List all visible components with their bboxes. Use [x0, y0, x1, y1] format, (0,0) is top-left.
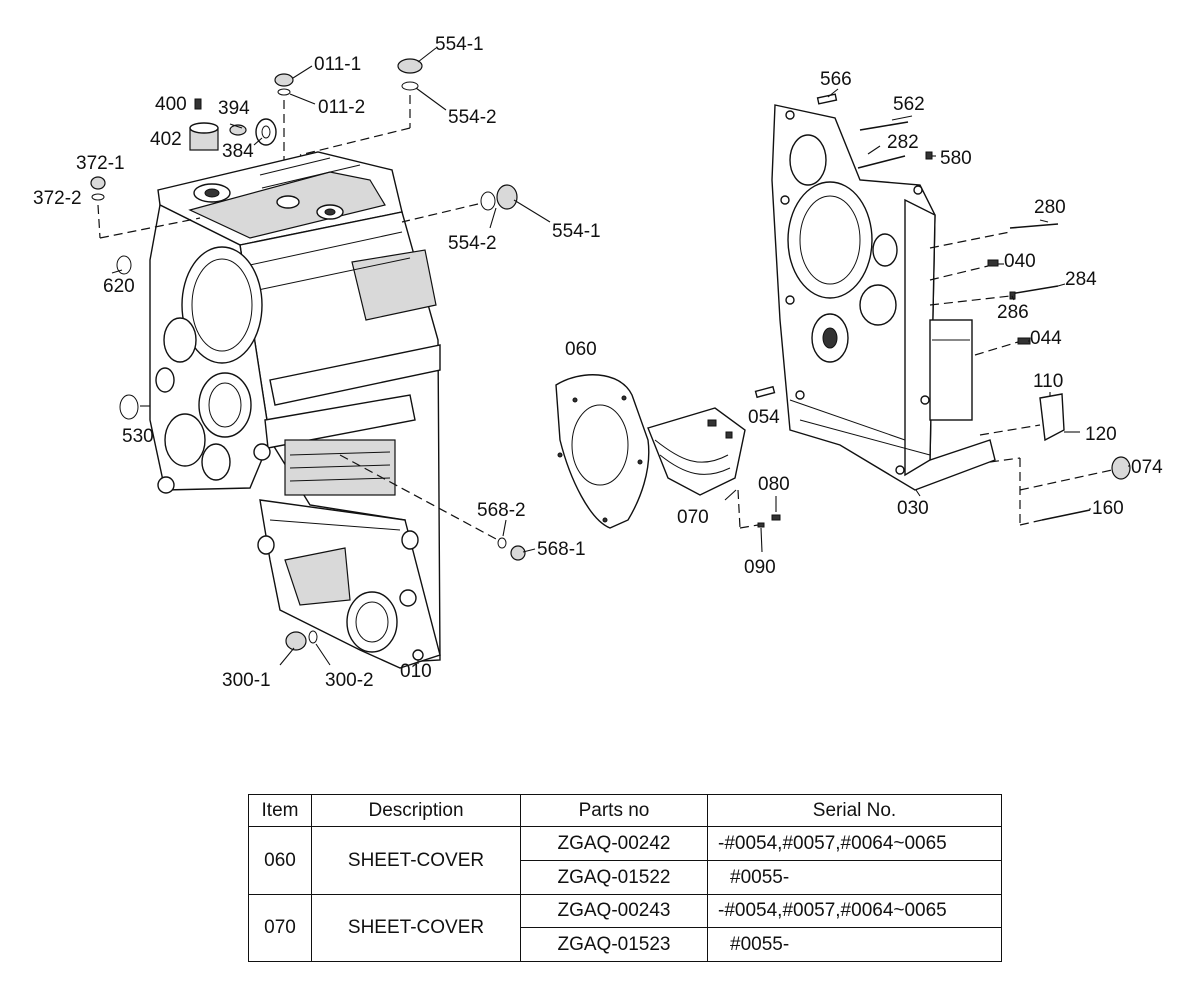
cell-part-no: ZGAQ-00243 — [520, 893, 708, 929]
label-372-1: 372-1 — [76, 153, 125, 174]
label-080: 080 — [758, 474, 790, 495]
col-header-parts-no: Parts no — [520, 794, 708, 827]
label-372-2: 372-2 — [33, 188, 82, 209]
label-568-1: 568-1 — [537, 539, 586, 560]
leader-lines — [111, 47, 1130, 666]
label-070: 070 — [677, 507, 709, 528]
cover-housing-030 — [771, 104, 996, 491]
cell-item: 060 — [248, 826, 312, 895]
label-400: 400 — [155, 94, 187, 115]
small-parts-center — [737, 385, 781, 529]
cell-description: SHEET-COVER — [311, 893, 521, 962]
label-554-2-top: 554-2 — [448, 107, 497, 128]
label-160: 160 — [1092, 498, 1124, 519]
label-120: 120 — [1085, 424, 1117, 445]
table-header-row: Item Description Parts no Serial No. — [248, 794, 1002, 827]
label-384: 384 — [222, 141, 254, 162]
small-parts-right — [816, 93, 1131, 521]
label-530: 530 — [122, 426, 154, 447]
table-row: 060 SHEET-COVER ZGAQ-00242 -#0054,#0057,… — [248, 826, 1002, 895]
cell-serial: -#0054,#0057,#0064~0065 — [707, 826, 1002, 861]
parts-table: Item Description Parts no Serial No. 060… — [248, 794, 1002, 962]
part-labels: 011-1 011-2 554-1 554-2 400 394 402 384 … — [33, 34, 1163, 691]
table-row: 070 SHEET-COVER ZGAQ-00243 -#0054,#0057,… — [248, 893, 1002, 962]
sheet-cover-070 — [647, 407, 746, 496]
table-row: ZGAQ-01522 #0055- — [249, 859, 1002, 895]
assembly-lines-left — [97, 95, 499, 541]
col-header-item: Item — [248, 794, 312, 827]
label-580: 580 — [940, 148, 972, 169]
col-header-description: Description — [311, 794, 521, 827]
label-284: 284 — [1065, 269, 1097, 290]
label-620: 620 — [103, 276, 135, 297]
label-030: 030 — [897, 498, 929, 519]
label-010: 010 — [400, 661, 432, 682]
label-110: 110 — [1033, 371, 1063, 392]
label-566: 566 — [820, 69, 852, 90]
label-300-1: 300-1 — [222, 670, 271, 691]
label-060: 060 — [565, 339, 597, 360]
main-transmission-housing — [149, 151, 441, 669]
label-011-1: 011-1 — [314, 54, 361, 75]
small-parts-left — [90, 58, 526, 661]
label-282: 282 — [887, 132, 919, 153]
label-280: 280 — [1034, 197, 1066, 218]
cell-serial: #0055- — [707, 927, 1002, 962]
label-562: 562 — [893, 94, 925, 115]
label-554-1-top: 554-1 — [435, 34, 484, 55]
label-286: 286 — [997, 302, 1029, 323]
label-394: 394 — [218, 98, 250, 119]
label-074: 074 — [1131, 457, 1163, 478]
label-011-2: 011-2 — [318, 97, 365, 118]
cell-part-no: ZGAQ-00242 — [520, 826, 708, 861]
assembly-lines-right — [929, 231, 1113, 526]
label-402: 402 — [150, 129, 182, 150]
cell-part-no: ZGAQ-01523 — [520, 927, 708, 962]
table-row: ZGAQ-01523 #0055- — [249, 927, 1002, 962]
label-300-2: 300-2 — [325, 670, 374, 691]
label-040: 040 — [1004, 251, 1036, 272]
label-568-2: 568-2 — [477, 500, 526, 521]
sheet-cover-060 — [555, 374, 650, 529]
cell-part-no: ZGAQ-01522 — [520, 859, 708, 895]
cell-serial: #0055- — [707, 859, 1002, 895]
label-044: 044 — [1030, 328, 1062, 349]
cell-description: SHEET-COVER — [311, 826, 521, 895]
col-header-serial-no: Serial No. — [707, 794, 1002, 827]
cell-item: 070 — [248, 893, 312, 962]
label-054: 054 — [748, 407, 780, 428]
label-090: 090 — [744, 557, 776, 578]
label-554-1-side: 554-1 — [552, 221, 601, 242]
label-554-2-side: 554-2 — [448, 233, 497, 254]
cell-serial: -#0054,#0057,#0064~0065 — [707, 893, 1002, 929]
